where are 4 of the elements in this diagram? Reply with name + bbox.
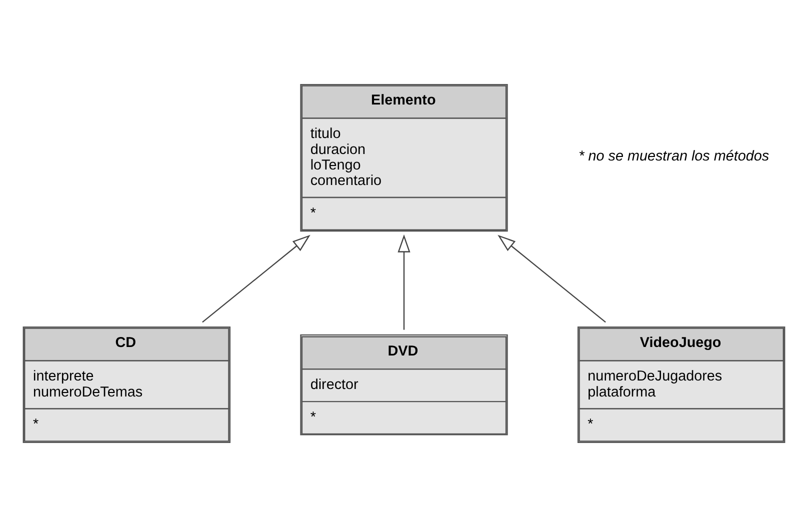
label: * no se muestran los métodos xyxy=(578,148,770,164)
arrow xyxy=(398,234,410,330)
arrow xyxy=(498,234,606,322)
arrow xyxy=(202,234,310,322)
